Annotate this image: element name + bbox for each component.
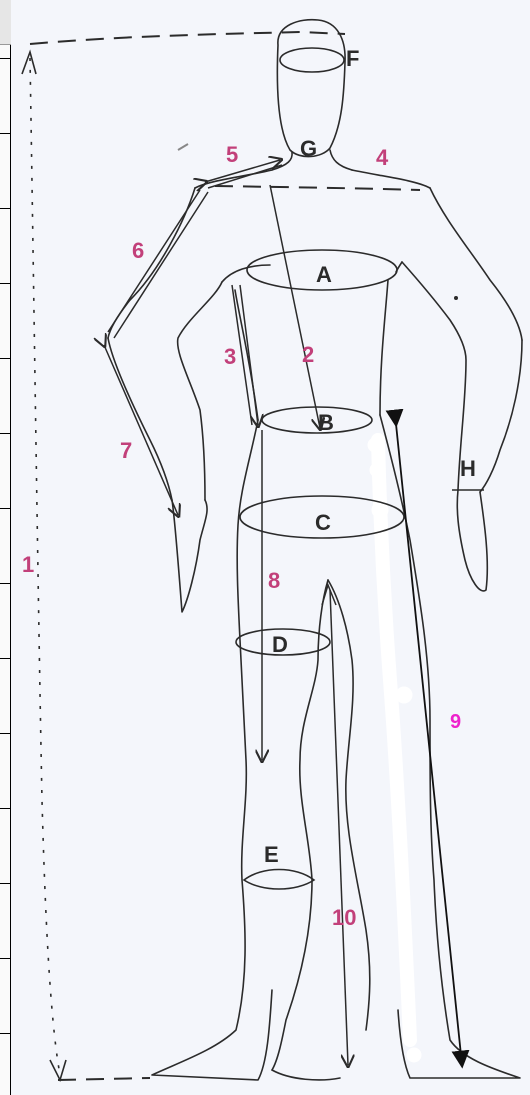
label-D: D [272,632,288,657]
measurement-rings [236,48,484,889]
ring-F [280,48,344,72]
label-9: 9 [450,711,461,733]
label-H: H [460,456,476,481]
arrow-5b [208,165,282,188]
label-6: 6 [132,238,144,263]
label-F: F [346,46,359,71]
pencil-mark [178,144,188,150]
height-bottom-arrow [50,1060,66,1080]
label-5: 5 [226,142,238,167]
body-outline [108,20,522,1080]
label-G: G [300,136,317,161]
label-B: B [318,410,334,435]
arrow-10 [330,590,348,1065]
letter-labels: F G A B C D E H [264,46,476,867]
ring-E [244,870,314,890]
arrow-2 [270,185,320,428]
label-10: 10 [332,905,356,930]
height-top-arrow [22,52,36,74]
label-1: 1 [22,552,34,577]
measurement-arrows [104,160,348,1065]
correction-strokes [368,438,421,1062]
label-3: 3 [224,344,236,369]
label-2: 2 [302,342,314,367]
label-E: E [264,842,279,867]
label-8: 8 [268,568,280,593]
label-7: 7 [120,438,132,463]
arrow-7 [104,345,178,515]
label-A: A [316,262,332,287]
height-line [30,58,60,1075]
ink-dot [454,296,458,300]
label-C: C [315,510,331,535]
shoulder-line [215,186,420,190]
height-top-line [30,32,345,44]
label-4: 4 [376,145,389,170]
dashed-guides [30,32,420,1080]
floor-line [58,1078,150,1080]
